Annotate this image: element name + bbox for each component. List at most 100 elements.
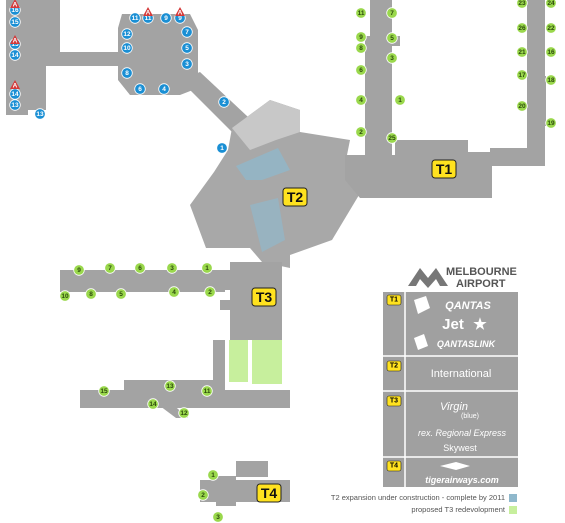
gate-t1-5-7-number: 5 xyxy=(390,35,394,42)
gate-t4-2-number: 2 xyxy=(201,492,205,499)
gate-t1-17-20[interactable]: 17 xyxy=(516,69,528,81)
gate-t1-26-12[interactable]: 26 xyxy=(516,22,528,34)
gate-t1-2-5-dot xyxy=(355,126,367,138)
gate-t1-20-16-dot xyxy=(516,100,528,112)
svg-text:A: A xyxy=(13,2,18,9)
gate-t1-11-0[interactable]: 11 xyxy=(355,7,367,19)
gate-t2-5-13-dot xyxy=(181,42,193,54)
gate-t3-12-13-number: 12 xyxy=(180,410,188,417)
gate-t1-8-2-dot xyxy=(355,42,367,54)
gate-t4-2-dot xyxy=(197,489,209,501)
gate-t2-11-6[interactable]: 11 xyxy=(129,12,141,24)
terminal-t3-text: T3 xyxy=(256,289,273,305)
gate-t3-14-12[interactable]: 14 xyxy=(147,398,159,410)
gate-t2-badge-4: A xyxy=(175,7,185,17)
gate-t1-4-4[interactable]: 4 xyxy=(355,94,367,106)
gate-t4-1[interactable]: 1 xyxy=(207,469,219,481)
gate-t3-6-2-dot xyxy=(134,262,146,274)
gate-t2-8-15[interactable]: 8 xyxy=(121,67,133,79)
t2-blue-expansion-a xyxy=(236,148,290,180)
gate-t3-2-9-number: 2 xyxy=(208,289,212,296)
gate-t1-23-11-number: 23 xyxy=(518,0,526,7)
gate-t2-14-4[interactable]: 14 xyxy=(9,88,21,100)
gate-t1-5-7[interactable]: 5 xyxy=(386,32,398,44)
t3-connector xyxy=(220,300,232,310)
gate-t3-4-8-number: 4 xyxy=(172,289,176,296)
gate-t3-12-13[interactable]: 12 xyxy=(178,407,190,419)
gate-t3-1-4[interactable]: 1 xyxy=(201,262,213,274)
airline-skywest: Skywest xyxy=(443,443,477,453)
gate-t2-13-5[interactable]: 13 xyxy=(9,99,21,111)
gate-t1-18-18[interactable]: 18 xyxy=(545,74,557,86)
gate-t2-13-b[interactable]: 13 xyxy=(34,108,46,120)
gate-t2-3-14[interactable]: 3 xyxy=(181,58,193,70)
gate-t3-10-5[interactable]: 10 xyxy=(59,290,71,302)
gate-t1-9-1[interactable]: 9 xyxy=(355,31,367,43)
svg-text:A: A xyxy=(13,38,18,45)
gate-t2-9-8[interactable]: 9 xyxy=(160,12,172,24)
gate-t1-1-9-dot xyxy=(394,94,406,106)
gate-t3-11-14-dot xyxy=(201,385,213,397)
gate-t1-25-10[interactable]: 25 xyxy=(386,132,398,144)
gate-t2-15-1[interactable]: 15 xyxy=(9,16,21,28)
gate-t2-badge-0: A xyxy=(10,0,20,9)
gate-t1-4-4-number: 4 xyxy=(359,97,363,104)
gate-t2-6-16[interactable]: 6 xyxy=(134,83,146,95)
svg-text:T2: T2 xyxy=(390,363,398,370)
gate-t1-21-15[interactable]: 21 xyxy=(516,46,528,58)
tiger-icon xyxy=(440,462,470,470)
gate-t2-14-4-number: 14 xyxy=(11,91,19,98)
gate-t3-9-0[interactable]: 9 xyxy=(73,264,85,276)
gate-t3-15-10[interactable]: 15 xyxy=(98,385,110,397)
terminal-label-t1[interactable]: T1 xyxy=(431,159,457,179)
gate-t2-12-10[interactable]: 12 xyxy=(121,28,133,40)
gate-t1-16-17[interactable]: 16 xyxy=(545,46,557,58)
gate-t2-10-11[interactable]: 10 xyxy=(121,42,133,54)
gate-t1-19-19[interactable]: 19 xyxy=(545,117,557,129)
gate-t1-3-8[interactable]: 3 xyxy=(386,52,398,64)
gate-t1-22-14[interactable]: 22 xyxy=(545,22,557,34)
gate-t3-14-12-number: 14 xyxy=(149,401,157,408)
gate-t1-6-3[interactable]: 6 xyxy=(355,64,367,76)
gate-t2-4-17-number: 4 xyxy=(162,86,166,93)
gate-t1-24-13[interactable]: 24 xyxy=(545,0,557,9)
gate-t3-7-1[interactable]: 7 xyxy=(104,262,116,274)
terminal-label-t3[interactable]: T3 xyxy=(251,287,277,307)
gate-t2-4-17-dot xyxy=(158,83,170,95)
gate-t1-23-11[interactable]: 23 xyxy=(516,0,528,9)
gate-t3-2-9[interactable]: 2 xyxy=(204,286,216,298)
gate-t3-5-7[interactable]: 5 xyxy=(115,288,127,300)
gate-t2-badge-2: A xyxy=(10,80,20,90)
gate-t3-1-4-dot xyxy=(201,262,213,274)
gate-t3-15-10-dot xyxy=(98,385,110,397)
gate-t2-4-17[interactable]: 4 xyxy=(158,83,170,95)
gate-t3-3-3[interactable]: 3 xyxy=(166,262,178,274)
gate-t3-6-2[interactable]: 6 xyxy=(134,262,146,274)
gate-t3-13-11[interactable]: 13 xyxy=(164,380,176,392)
gate-t1-17-20-dot xyxy=(516,69,528,81)
gate-t1-20-16[interactable]: 20 xyxy=(516,100,528,112)
gate-t1-7-6[interactable]: 7 xyxy=(386,7,398,19)
terminal-label-t2[interactable]: T2 xyxy=(282,187,308,207)
gate-t1-9-1-number: 9 xyxy=(359,34,363,41)
gate-t4-2[interactable]: 2 xyxy=(197,489,209,501)
gate-t2-7-12[interactable]: 7 xyxy=(181,26,193,38)
gate-t1-1-9[interactable]: 1 xyxy=(394,94,406,106)
gate-t1-2-5[interactable]: 2 xyxy=(355,126,367,138)
gate-t4-3[interactable]: 3 xyxy=(212,511,224,523)
gate-t3-8-6[interactable]: 8 xyxy=(85,288,97,300)
gate-t2-1-19[interactable]: 1 xyxy=(216,142,228,154)
gate-t3-4-8[interactable]: 4 xyxy=(168,286,180,298)
gate-t3-11-14[interactable]: 11 xyxy=(201,385,213,397)
gate-t1-8-2[interactable]: 8 xyxy=(355,42,367,54)
gate-t1-16-17-number: 16 xyxy=(547,49,555,56)
panel-badge-t2: T2 xyxy=(386,360,402,372)
gate-t1-18-18-number: 18 xyxy=(547,77,555,84)
gate-t2-14-3[interactable]: 14 xyxy=(9,49,21,61)
gate-t1-17-20-number: 17 xyxy=(518,72,526,79)
gate-t2-11-6-number: 11 xyxy=(132,15,139,22)
terminal-label-t4[interactable]: T4 xyxy=(256,483,282,503)
gate-t2-2-18[interactable]: 2 xyxy=(218,96,230,108)
gate-t2-5-13[interactable]: 5 xyxy=(181,42,193,54)
gate-t3-13-11-number: 13 xyxy=(166,383,174,390)
